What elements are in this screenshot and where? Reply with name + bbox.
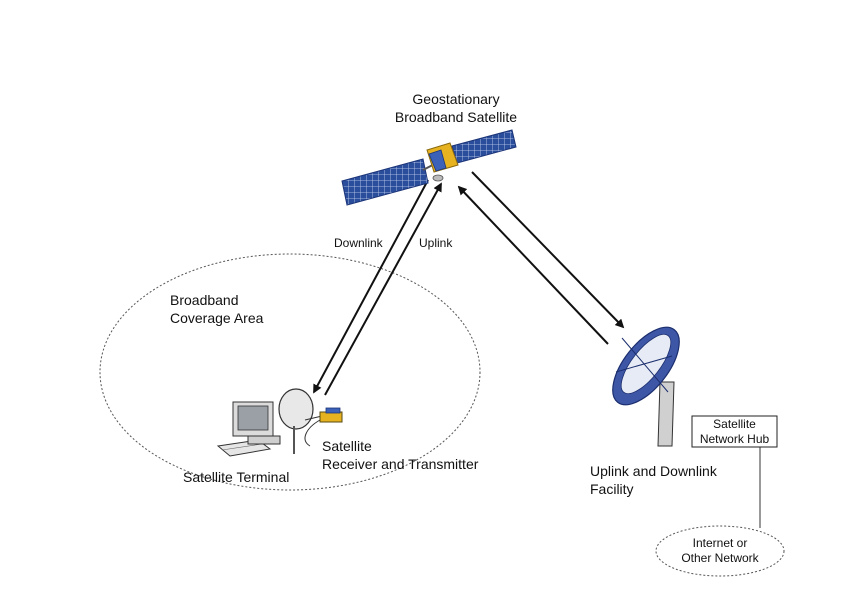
- network-hub-label: Satellite Network Hub: [692, 417, 777, 447]
- receiver-label-line1: Satellite: [322, 438, 372, 454]
- network-hub-box: [691, 415, 778, 448]
- computer-base: [247, 435, 281, 445]
- hub-label-line1: Satellite: [713, 417, 756, 431]
- satellite-terminal-label: Satellite Terminal: [183, 469, 290, 485]
- uplink-arrow: [324, 182, 442, 396]
- network-label-line1: Internet or: [692, 536, 748, 550]
- coverage-label-line1: Broadband: [170, 292, 239, 308]
- coverage-label-line2: Coverage Area: [170, 310, 264, 326]
- coverage-area-label: Broadband Coverage Area: [170, 291, 263, 327]
- terminal-dish-icon: [278, 388, 323, 454]
- facility-uplink-arrow: [457, 185, 609, 345]
- facility-label-line1: Uplink and Downlink: [590, 463, 717, 479]
- satellite-label: Geostationary Broadband Satellite: [376, 90, 536, 126]
- uplink-label: Uplink: [419, 236, 453, 250]
- facility-dish-icon: [612, 326, 680, 447]
- receiver-transmitter-icon: [304, 407, 343, 447]
- hub-label-line2: Network Hub: [699, 432, 770, 446]
- downlink-arrow: [313, 179, 429, 394]
- satellite-label-line2: Broadband Satellite: [394, 109, 518, 125]
- coverage-area-ellipse: [99, 253, 481, 491]
- dish-pedestal: [657, 381, 675, 447]
- left-solar-panel: [341, 158, 429, 206]
- satellite-antenna: [432, 174, 444, 182]
- network-label-line2: Other Network: [681, 551, 759, 565]
- facility-label: Uplink and Downlink Facility: [590, 462, 717, 498]
- receiver-transmitter-label: Satellite Receiver and Transmitter: [322, 437, 478, 473]
- computer-terminal-icon: [216, 401, 281, 457]
- satellite-label-line1: Geostationary: [412, 91, 500, 107]
- network-label: Internet or Other Network: [660, 536, 780, 566]
- network-ellipse: [655, 525, 785, 577]
- facility-label-line2: Facility: [590, 481, 634, 497]
- satellite-icon: [341, 129, 517, 206]
- receiver-label-line2: Receiver and Transmitter: [322, 456, 479, 472]
- facility-downlink-arrow: [471, 171, 625, 329]
- right-solar-panel: [451, 129, 517, 164]
- downlink-label: Downlink: [334, 236, 383, 250]
